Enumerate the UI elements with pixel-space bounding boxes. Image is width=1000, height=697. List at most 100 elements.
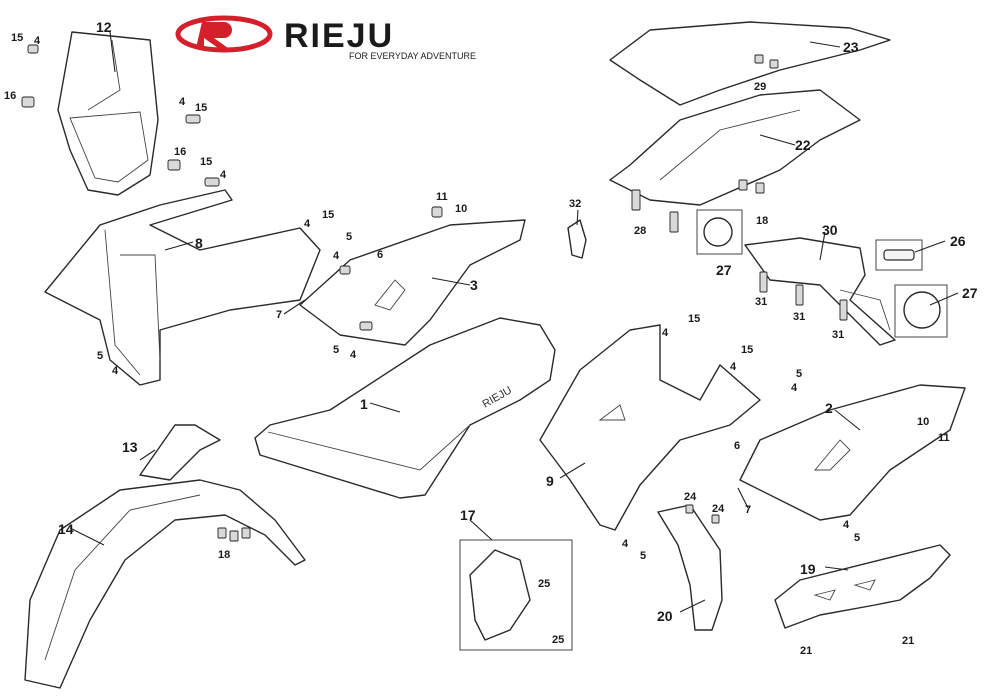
callout-4-e: 4 (304, 218, 311, 230)
callout-27-b: 27 (962, 285, 978, 301)
logo-tagline: FOR EVERYDAY ADVENTURE (349, 51, 476, 61)
callout-15-c: 15 (200, 156, 212, 168)
callout-5-b: 5 (346, 231, 352, 243)
part-30-license-bracket (744, 237, 896, 346)
callout-29: 29 (754, 81, 766, 93)
callout-15-d: 15 (322, 209, 334, 221)
callout-7-a: 7 (276, 309, 282, 321)
callout-16-b: 16 (174, 146, 186, 158)
part-32-clip (567, 219, 587, 259)
bolt-28a (631, 189, 641, 211)
callout-26: 26 (950, 233, 966, 249)
bolt-24b (711, 514, 720, 524)
logo-r-mark (196, 22, 232, 48)
bolt-24a (685, 504, 694, 514)
part-13-fender-bracket (139, 424, 221, 481)
part-23-rear-fender (609, 21, 891, 106)
callout-18-b: 18 (756, 215, 768, 227)
callout-30: 30 (822, 222, 838, 238)
callout-4-l: 4 (622, 538, 629, 550)
callout-11-a: 11 (436, 191, 448, 203)
callout-32: 32 (569, 198, 581, 210)
callout-15-f: 15 (741, 344, 753, 356)
callout-8: 8 (195, 235, 203, 251)
part-19-chain-guard (774, 544, 951, 629)
part-12-headlight-mask (57, 31, 159, 196)
callout-25-a: 25 (538, 578, 550, 590)
callout-4-h: 4 (662, 327, 669, 339)
callout-11-b: 11 (938, 432, 950, 444)
part-20-chain-slider (657, 504, 723, 631)
callout-20: 20 (657, 608, 673, 624)
callout-10-b: 10 (917, 416, 929, 428)
callout-17: 17 (460, 507, 476, 523)
callout-4-a: 4 (34, 35, 41, 47)
logo-ellipse (175, 15, 273, 53)
bolt-18b (755, 182, 765, 194)
bolt-18a (738, 179, 748, 191)
part-8-left-scoop (44, 189, 321, 386)
callout-4-i: 4 (730, 361, 737, 373)
callout-15-b: 15 (195, 102, 207, 114)
bolt-29b (769, 59, 779, 69)
leader-lines (69, 31, 959, 613)
callout-5-e: 5 (854, 532, 860, 544)
callout-1: 1 (360, 396, 368, 412)
part-2-right-side-panel (739, 384, 966, 521)
callout-4-d: 4 (112, 365, 119, 377)
callout-21-b: 21 (800, 645, 812, 657)
part-27-reflector-top (696, 209, 743, 255)
callout-27-a: 27 (716, 262, 732, 278)
brand-logo: RIEJU FOR EVERYDAY ADVENTURE (175, 15, 476, 61)
callout-13: 13 (122, 439, 138, 455)
callout-24-a: 24 (684, 491, 697, 503)
callout-22: 22 (795, 137, 811, 153)
part-26-plate-light (875, 239, 923, 271)
bolt-31c (839, 299, 848, 321)
bolt-28b (669, 211, 679, 233)
part-17-disc-guard (459, 539, 573, 651)
callout-14: 14 (58, 521, 74, 537)
callout-28: 28 (634, 225, 646, 237)
callout-5-a: 5 (97, 350, 103, 362)
callout-23: 23 (843, 39, 859, 55)
part-27-reflector-rear (894, 284, 948, 338)
part-9-right-scoop (539, 324, 761, 531)
part-3-left-side-panel (299, 206, 526, 346)
callout-2: 2 (825, 400, 833, 416)
part-14-front-fender (24, 479, 306, 689)
callout-31-b: 31 (793, 311, 805, 323)
callout-15-a: 15 (11, 32, 23, 44)
callout-4-g: 4 (350, 349, 357, 361)
callout-19: 19 (800, 561, 816, 577)
callout-15-e: 15 (688, 313, 700, 325)
callout-4-k: 4 (843, 519, 850, 531)
part-1-seat: RIEJU (254, 317, 556, 499)
bolt-31b (795, 284, 804, 306)
part-22-rear-subframe-fender (609, 89, 861, 206)
callout-25-b: 25 (552, 634, 564, 646)
bolt-31a (759, 271, 768, 293)
bolt-29a (754, 54, 764, 64)
callout-18-a: 18 (218, 549, 230, 561)
callout-16-a: 16 (4, 90, 16, 102)
callout-4-f: 4 (333, 250, 340, 262)
bolts-group-top-left (21, 44, 220, 187)
callout-labels: 12 15 4 16 4 15 16 15 4 8 5 4 11 10 15 4… (4, 19, 978, 657)
callout-24-b: 24 (712, 503, 725, 515)
callout-6-a: 6 (377, 249, 383, 261)
callout-4-b: 4 (179, 96, 186, 108)
callout-31-c: 31 (832, 329, 844, 341)
callout-4-c: 4 (220, 169, 227, 181)
callout-3: 3 (470, 277, 478, 293)
callout-5-f: 5 (640, 550, 646, 562)
callout-6-b: 6 (734, 440, 740, 452)
callout-7-b: 7 (745, 504, 751, 516)
callout-4-j: 4 (791, 382, 798, 394)
callout-10-a: 10 (455, 203, 467, 215)
callout-31-a: 31 (755, 296, 767, 308)
callout-21-a: 21 (902, 635, 914, 647)
callout-12: 12 (96, 19, 112, 35)
